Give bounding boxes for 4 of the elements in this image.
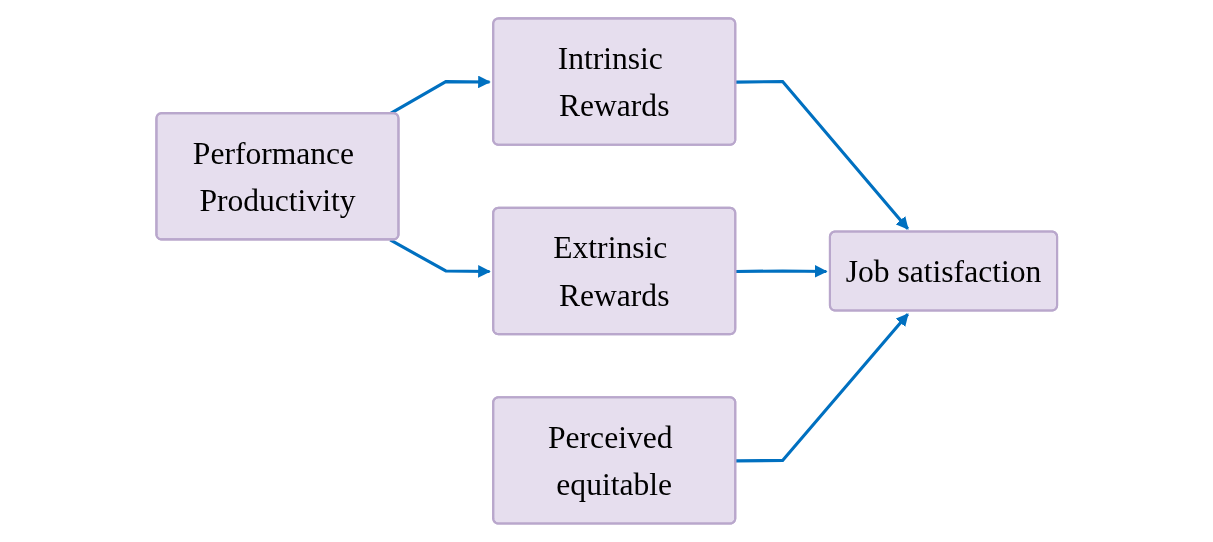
arrow — [735, 265, 828, 278]
arrow — [389, 238, 491, 278]
arrow — [735, 79, 909, 230]
arrow — [735, 313, 909, 463]
